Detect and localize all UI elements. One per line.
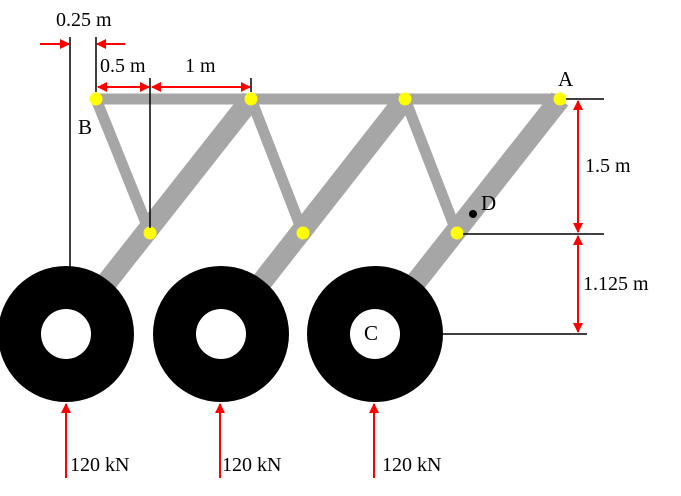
- load-label-2: 120 kN: [222, 454, 281, 476]
- joint-top-2: [244, 92, 258, 106]
- joint-bottom-1: [143, 226, 157, 240]
- joint-a: [553, 92, 567, 106]
- point-label-d: D: [481, 191, 496, 215]
- joint-b: [89, 92, 103, 106]
- dimension-lines: [69, 37, 604, 335]
- point-label-b: B: [78, 115, 92, 139]
- truss-members: [57, 92, 569, 341]
- load-label-1: 120 kN: [70, 454, 129, 476]
- joints: [89, 92, 567, 240]
- dim-label-025: 0.25 m: [56, 9, 112, 31]
- wheels: [0, 266, 443, 402]
- point-label-c: C: [364, 321, 378, 345]
- load-label-3: 120 kN: [382, 454, 441, 476]
- wheel-3-hub: [350, 309, 400, 359]
- dimension-arrows: [40, 39, 583, 478]
- joint-bottom-2: [296, 226, 310, 240]
- dim-label-1: 1 m: [185, 55, 216, 77]
- wheel-2-hub: [196, 309, 246, 359]
- member-3-diag: [399, 97, 463, 235]
- joint-bottom-3: [450, 226, 464, 240]
- point-d-dot: [469, 210, 477, 218]
- labels: 0.25 m 0.5 m 1 m 1.5 m 1.125 m A B C D 1…: [56, 9, 649, 476]
- member-2-diag: [245, 97, 309, 235]
- point-label-a: A: [558, 67, 574, 91]
- member-b-diag: [90, 96, 156, 236]
- wheel-1-hub: [41, 309, 91, 359]
- dim-label-15: 1.5 m: [585, 155, 631, 177]
- dim-label-1125: 1.125 m: [583, 273, 649, 295]
- joint-top-3: [398, 92, 412, 106]
- dim-label-05: 0.5 m: [100, 55, 146, 77]
